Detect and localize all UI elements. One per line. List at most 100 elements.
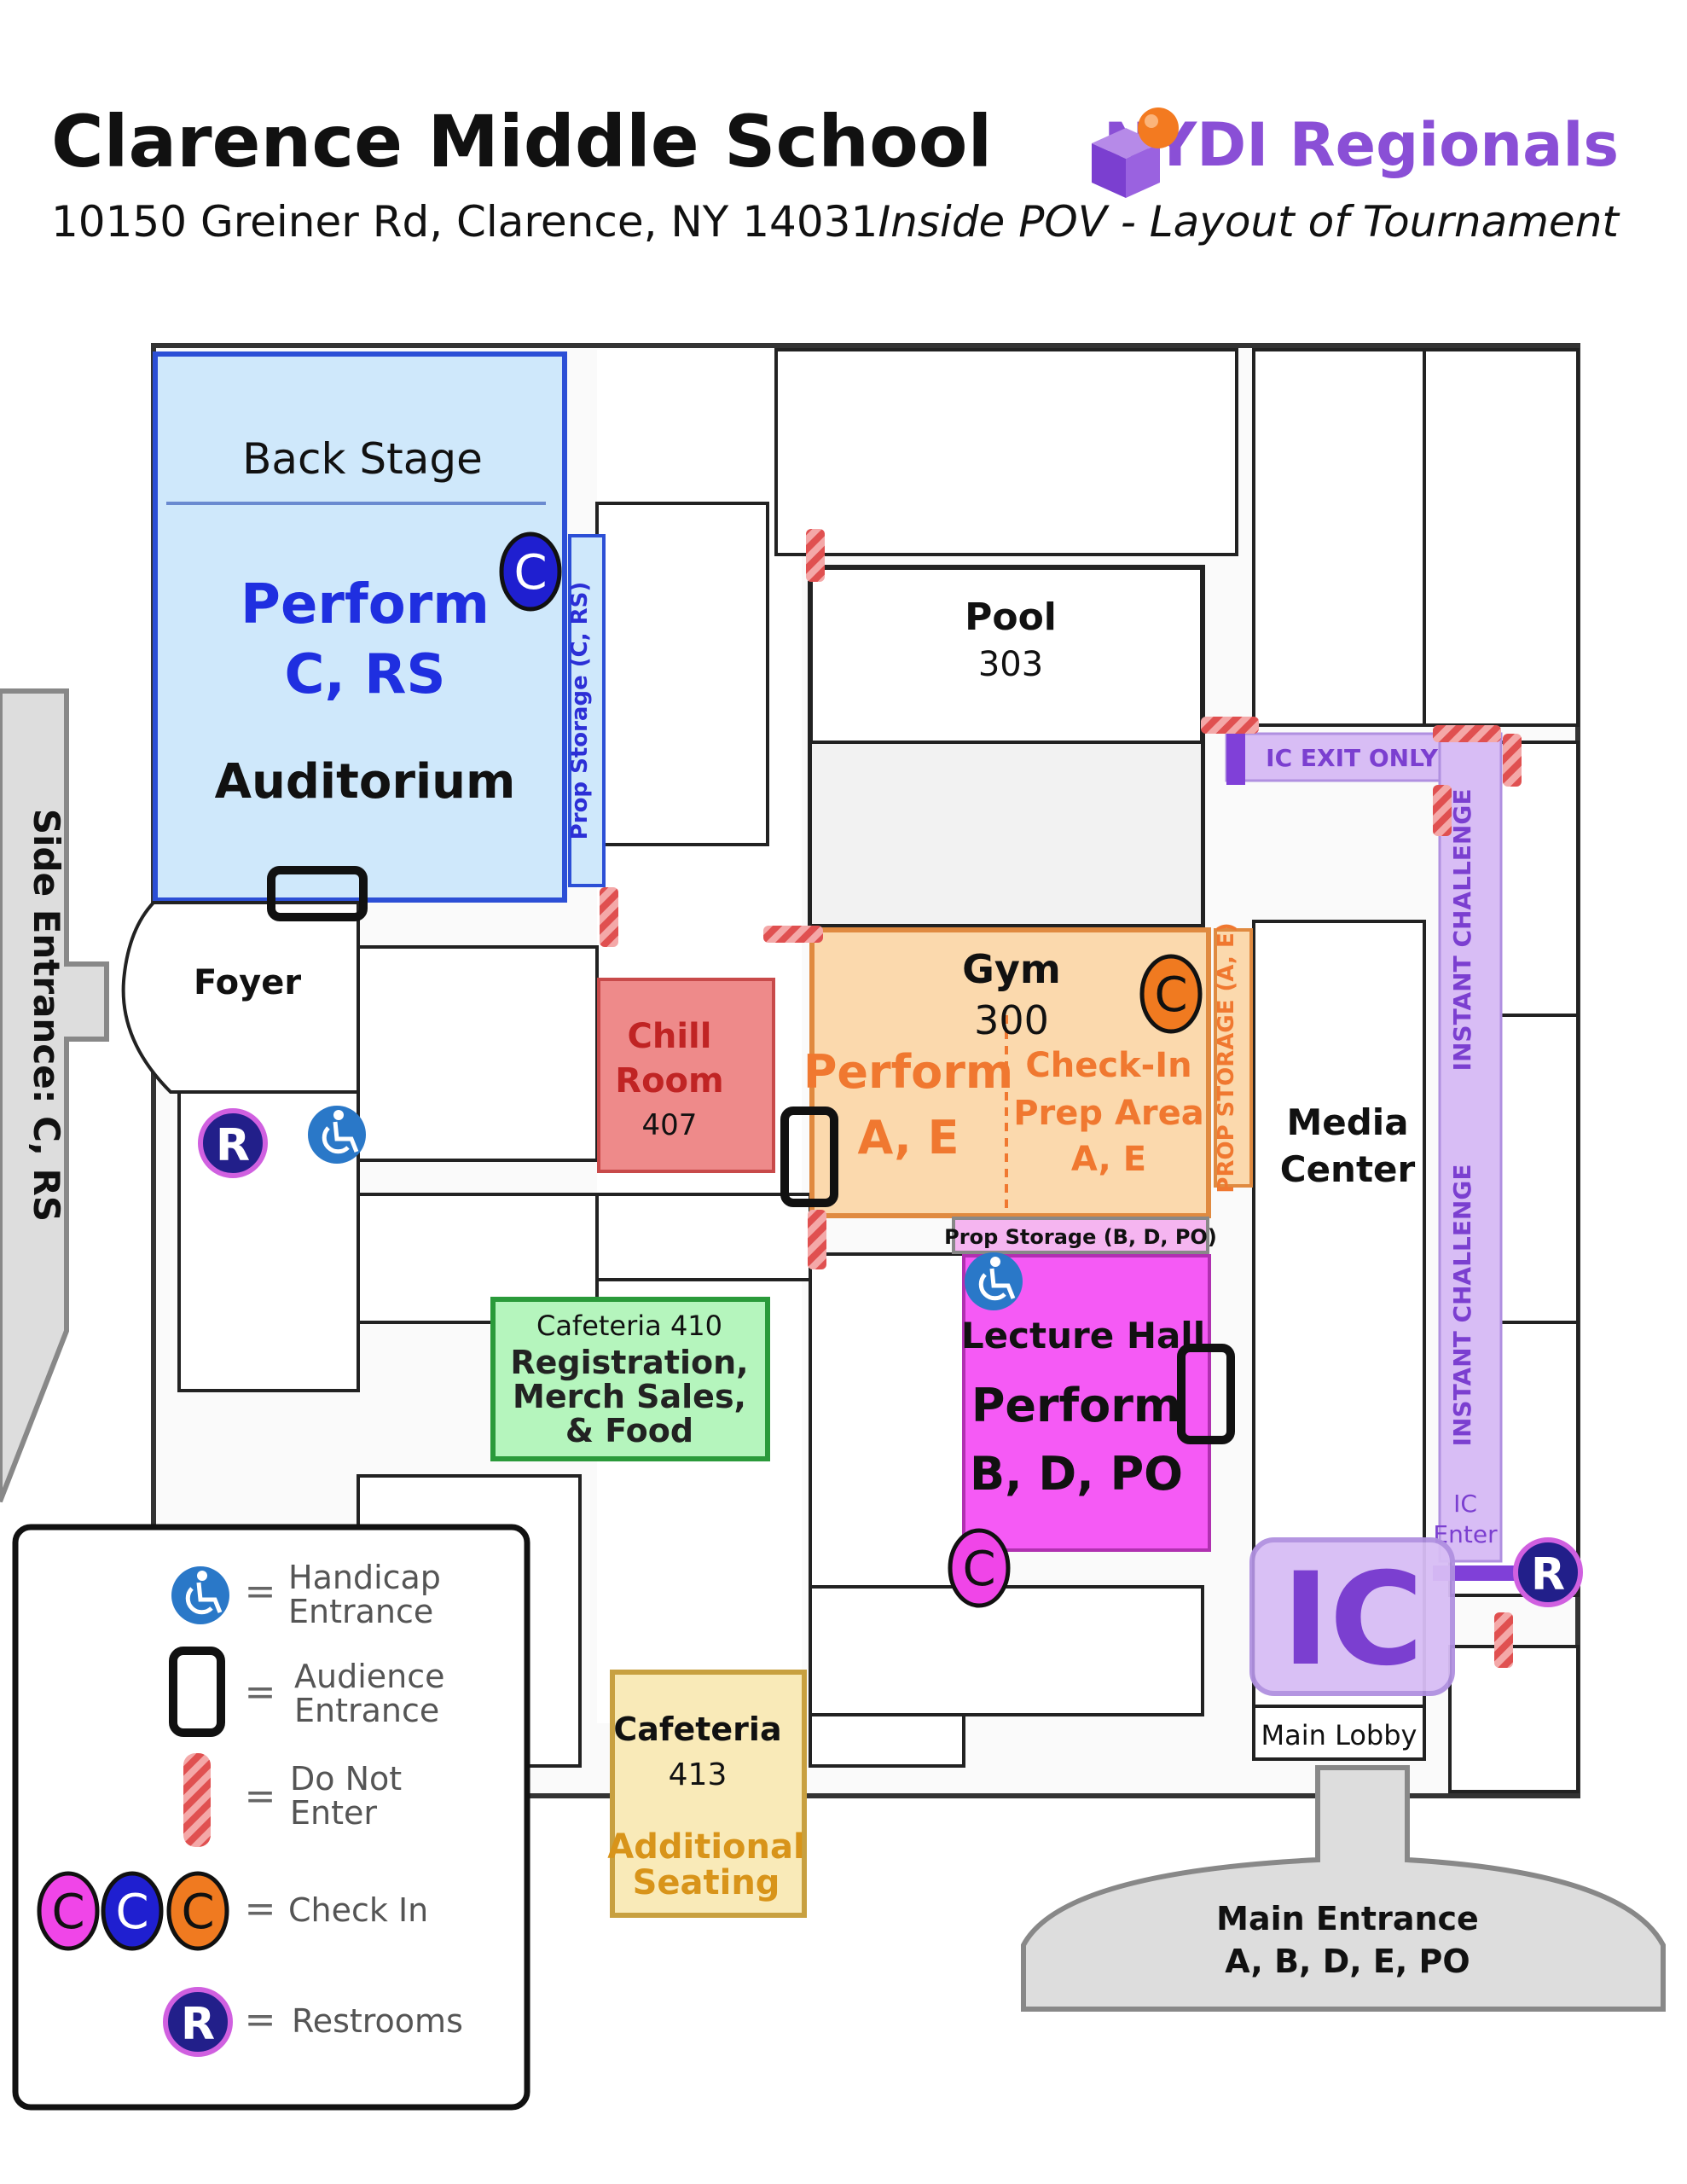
legend-checkin-label: Check In [288, 1891, 428, 1929]
brand-logo-icon [1092, 107, 1179, 198]
chill-room-label-1: Chill [628, 1017, 712, 1056]
ic-room-label: IC [1282, 1546, 1423, 1694]
ic-exit-marker [1226, 729, 1245, 785]
checkin-marker-blue[interactable]: C [499, 531, 562, 612]
brand-name: NYDI Regionals [1103, 110, 1619, 180]
gym-number: 300 [974, 997, 1049, 1043]
checkin-letter: C [962, 1542, 995, 1597]
audience-entrance-icon[interactable] [1177, 1344, 1235, 1444]
cafeteria-410-merch: Merch Sales, [513, 1378, 746, 1415]
legend-checkin-blue-icon [101, 1871, 164, 1951]
audience-entrance-icon[interactable] [267, 866, 368, 921]
main-entrance-area [1021, 1765, 1666, 2012]
instant-challenge-label-2: INSTANT CHALLENGE [1448, 1165, 1476, 1447]
page-title: Clarence Middle School [51, 100, 993, 183]
cafeteria-410-room[interactable] [490, 1297, 770, 1461]
ic-room[interactable] [1249, 1537, 1455, 1696]
cafeteria-413-number: 413 [669, 1757, 728, 1792]
audience-entrance-icon[interactable] [780, 1107, 838, 1207]
cafeteria-413-room[interactable] [610, 1670, 807, 1918]
do-not-enter-markers [600, 529, 1522, 1668]
instant-challenge-corridor [1438, 732, 1503, 1563]
wheelchair-icon [333, 1110, 344, 1120]
legend-equals: = [245, 1887, 276, 1931]
chill-room-number: 407 [642, 1108, 698, 1142]
foyer-area [121, 901, 360, 1094]
gym-prep-events-label: A, E [1071, 1140, 1146, 1179]
back-stage-label: Back Stage [242, 434, 483, 484]
legend-equals: = [245, 1570, 276, 1613]
legend-equals: = [245, 1774, 276, 1818]
wheelchair-icon [990, 1257, 1000, 1267]
chill-room[interactable] [597, 978, 775, 1173]
legend-equals: = [245, 1998, 276, 2042]
restroom-marker-foyer[interactable]: R [198, 1108, 268, 1178]
prop-storage-a-e-label: PROP STORAGE (A, E) [1214, 922, 1239, 1193]
checkin-marker-orange[interactable]: C [1139, 954, 1203, 1034]
map-legend: = Handicap Entrance = Audience Entrance … [12, 1524, 530, 2111]
do-not-enter-icon [1494, 1612, 1513, 1668]
main-entrance-events: A, B, D, E, PO [1225, 1943, 1470, 1980]
prop-storage-c-rs-label: Prop Storage (C, RS) [567, 582, 593, 840]
checkin-marker-magenta[interactable]: C [948, 1528, 1011, 1608]
legend-checkin-letter: C [115, 1885, 148, 1940]
cafeteria-413-additional: Additional [607, 1827, 804, 1867]
side-entrance-arrow [0, 688, 109, 1503]
legend-handicap-label-2: Entrance [288, 1593, 433, 1630]
gym-label: Gym [962, 946, 1061, 992]
instant-challenge-label-1: INSTANT CHALLENGE [1448, 789, 1476, 1072]
auditorium-room[interactable] [153, 351, 567, 903]
main-entrance-label: Main Entrance [1216, 1900, 1479, 1937]
do-not-enter-icon [808, 1210, 826, 1269]
ic-enter-label-1: IC [1453, 1490, 1477, 1518]
gym-room[interactable] [809, 927, 1211, 1218]
do-not-enter-icon [1503, 734, 1522, 787]
legend-dne-label-1: Do Not [290, 1760, 402, 1798]
cafeteria-413-seating: Seating [633, 1863, 780, 1902]
cafeteria-410-registration: Registration, [510, 1344, 748, 1381]
gym-prep-area-label: Prep Area [1013, 1094, 1204, 1133]
do-not-enter-icon [763, 926, 823, 943]
do-not-enter-icon [1433, 785, 1452, 836]
prop-storage-a-e [1214, 928, 1253, 1188]
legend-handicap-label-1: Handicap [288, 1559, 441, 1596]
media-center-label-1: Media [1286, 1101, 1408, 1143]
restroom-letter: R [216, 1120, 250, 1171]
chill-room-label-2: Room [615, 1061, 723, 1101]
gym-perform-label: Perform [803, 1045, 1013, 1099]
auditorium-label: Auditorium [215, 754, 516, 810]
handicap-entrance-lecture[interactable] [965, 1252, 1023, 1310]
do-not-enter-icon [1201, 717, 1259, 734]
map-subtitle: Inside POV - Layout of Tournament [878, 197, 1619, 247]
pool-number: 303 [978, 645, 1043, 684]
auditorium-events-label: C, RS [285, 643, 446, 706]
prop-storage-c-rs [568, 534, 606, 887]
lecture-hall-events-label: B, D, PO [970, 1447, 1183, 1501]
gym-events-label: A, E [858, 1111, 959, 1165]
legend-checkin-letter: C [181, 1885, 214, 1940]
gym-checkin-label: Check-In [1025, 1046, 1191, 1085]
legend-equals: = [245, 1670, 276, 1714]
restroom-marker-lobby[interactable]: R [1513, 1537, 1583, 1607]
legend-audience-label-2: Entrance [294, 1692, 439, 1729]
legend-restroom-icon [163, 1987, 233, 2057]
legend-checkin-orange-icon [166, 1871, 229, 1951]
legend-checkin-magenta-icon [37, 1871, 100, 1951]
checkin-letter: C [1154, 967, 1187, 1023]
restroom-letter: R [1531, 1549, 1565, 1600]
prop-storage-b-d-po-label: Prop Storage (B, D, PO) [944, 1225, 1217, 1249]
legend-audience-label-1: Audience [294, 1658, 445, 1695]
checkin-letter: C [513, 545, 547, 601]
foyer-label: Foyer [194, 963, 301, 1002]
do-not-enter-icon [600, 887, 618, 947]
do-not-enter-icon [1433, 725, 1501, 742]
audience-entrances [267, 866, 1235, 1444]
legend-restroom-letter: R [181, 1999, 215, 2050]
cafeteria-410-food: & Food [565, 1412, 693, 1449]
pool-label: Pool [965, 595, 1057, 639]
handicap-entrance-foyer[interactable] [308, 1106, 366, 1164]
school-address: 10150 Greiner Rd, Clarence, NY 14031 [51, 197, 878, 247]
main-lobby-area [1252, 1705, 1426, 1761]
media-center-label-2: Center [1280, 1148, 1416, 1190]
